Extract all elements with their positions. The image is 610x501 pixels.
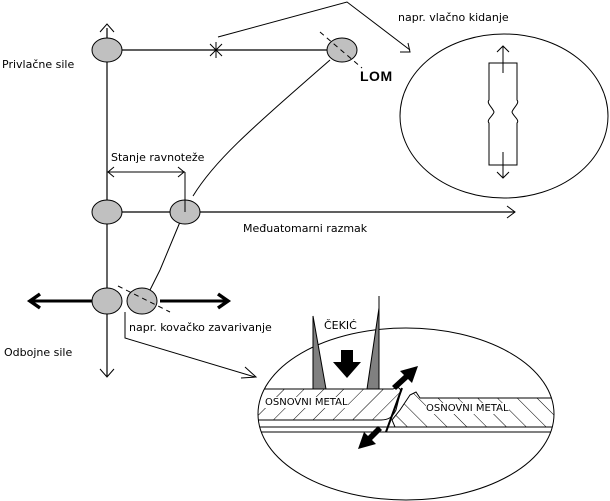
hammer-label: ČEKIĆ: [324, 319, 357, 332]
forge-welding-detail: [257, 296, 555, 501]
atom-top: [91, 37, 123, 63]
separation-arrow-down-icon: [358, 426, 382, 449]
atom-origin: [91, 199, 123, 225]
tensile-example-label: napr. vlačno kidanje: [398, 11, 509, 24]
forge-welding-example-label: napr. kovačko zavarivanje: [129, 321, 272, 334]
separation-arrow-up-icon: [392, 366, 418, 390]
fracture-label: LOM: [360, 68, 393, 84]
atom-bottom-left: [91, 287, 123, 315]
hammer-down-arrow-icon: [333, 350, 361, 378]
weld-dash: [117, 285, 171, 313]
repulsive-forces-label: Odbojne sile: [4, 346, 73, 359]
fracture-dash: [319, 31, 363, 69]
weld-pointer: [124, 312, 258, 379]
attractive-forces-label: Privlačne sile: [2, 58, 75, 71]
equilibrium-label: Stanje ravnoteže: [111, 151, 205, 164]
equilibrium-dimension: [107, 166, 186, 210]
atom-bottom-right: [126, 287, 158, 315]
attraction-line: [107, 42, 345, 58]
force-curve: [145, 59, 331, 299]
tensile-pointer: [217, 1, 411, 53]
base-metal-right-label: OSNOVNI METAL: [426, 403, 509, 414]
base-metal-left-label: OSNOVNI METAL: [265, 397, 348, 408]
interatomic-distance-label: Međuatomarni razmak: [243, 222, 368, 235]
break-mark-icon: [209, 42, 223, 58]
repulsion-arrows: [26, 292, 232, 310]
tensile-specimen: [487, 62, 519, 166]
distance-axis: [107, 205, 516, 219]
tensile-test-detail: [399, 33, 609, 199]
atom-fracture: [326, 37, 358, 63]
